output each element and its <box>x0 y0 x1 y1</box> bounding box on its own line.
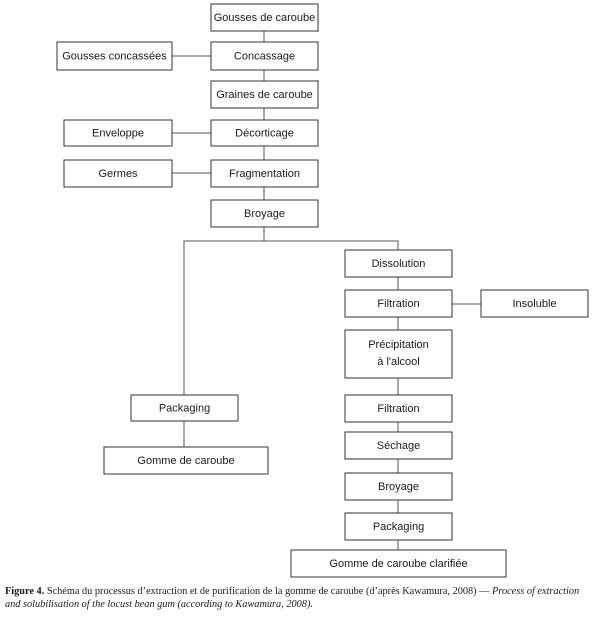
caption-english: Process of extraction and solubilisation… <box>5 586 580 610</box>
node-germes: Germes <box>63 159 173 188</box>
node-insoluble: Insoluble <box>480 289 589 318</box>
figure-caption: Figure 4. Schéma du processus d’extracti… <box>5 585 595 611</box>
svg-text:Filtration: Filtration <box>377 298 419 310</box>
node-filtration-1: Filtration <box>344 289 453 318</box>
svg-text:Germes: Germes <box>98 168 138 180</box>
node-graines-de-caroube: Graines de caroube <box>210 80 319 109</box>
svg-text:Dissolution: Dissolution <box>372 258 426 270</box>
node-dissolution: Dissolution <box>344 249 453 278</box>
svg-text:Gomme de caroube clarifiée: Gomme de caroube clarifiée <box>329 558 467 570</box>
svg-text:Enveloppe: Enveloppe <box>92 127 144 139</box>
node-fragmentation: Fragmentation <box>210 159 319 188</box>
node-packaging-right: Packaging <box>344 512 453 541</box>
svg-text:Séchage: Séchage <box>377 440 420 452</box>
svg-text:Gousses concassées: Gousses concassées <box>62 50 167 62</box>
svg-text:Concassage: Concassage <box>234 50 295 62</box>
caption-french: Schéma du processus d’extraction et de p… <box>44 586 493 597</box>
svg-text:Décorticage: Décorticage <box>235 127 294 139</box>
svg-text:Précipitation: Précipitation <box>368 339 429 351</box>
svg-text:Gomme de caroube: Gomme de caroube <box>137 455 234 467</box>
svg-text:Broyage: Broyage <box>244 208 285 220</box>
node-precipitation: Précipitation à l'alcool <box>344 329 453 379</box>
flow-diagram: Gousses de caroube Concassage Gousses co… <box>56 3 589 578</box>
svg-text:Graines de caroube: Graines de caroube <box>216 89 313 101</box>
node-gousses-de-caroube: Gousses de caroube <box>210 3 319 32</box>
node-filtration-2: Filtration <box>344 394 453 423</box>
svg-text:Fragmentation: Fragmentation <box>229 168 300 180</box>
svg-text:Broyage: Broyage <box>378 481 419 493</box>
svg-text:à l'alcool: à l'alcool <box>377 356 419 368</box>
svg-text:Filtration: Filtration <box>377 403 419 415</box>
svg-text:Packaging: Packaging <box>159 402 210 414</box>
connectors <box>172 31 481 550</box>
svg-text:Insoluble: Insoluble <box>512 298 556 310</box>
node-gousses-concassees: Gousses concassées <box>56 41 173 71</box>
svg-text:Gousses de caroube: Gousses de caroube <box>214 12 316 24</box>
node-gomme-de-caroube-clarifiee: Gomme de caroube clarifiée <box>290 549 507 578</box>
node-packaging-left: Packaging <box>130 394 239 422</box>
node-gomme-de-caroube: Gomme de caroube <box>103 446 269 475</box>
svg-text:Packaging: Packaging <box>373 521 424 533</box>
node-broyage: Broyage <box>210 199 319 228</box>
node-broyage-2: Broyage <box>344 472 453 501</box>
node-decorticage: Décorticage <box>210 119 319 147</box>
node-enveloppe: Enveloppe <box>63 119 173 147</box>
branch-connector <box>183 240 399 395</box>
node-concassage: Concassage <box>210 41 319 71</box>
node-sechage: Séchage <box>344 431 453 460</box>
caption-label: Figure 4. <box>5 586 45 597</box>
